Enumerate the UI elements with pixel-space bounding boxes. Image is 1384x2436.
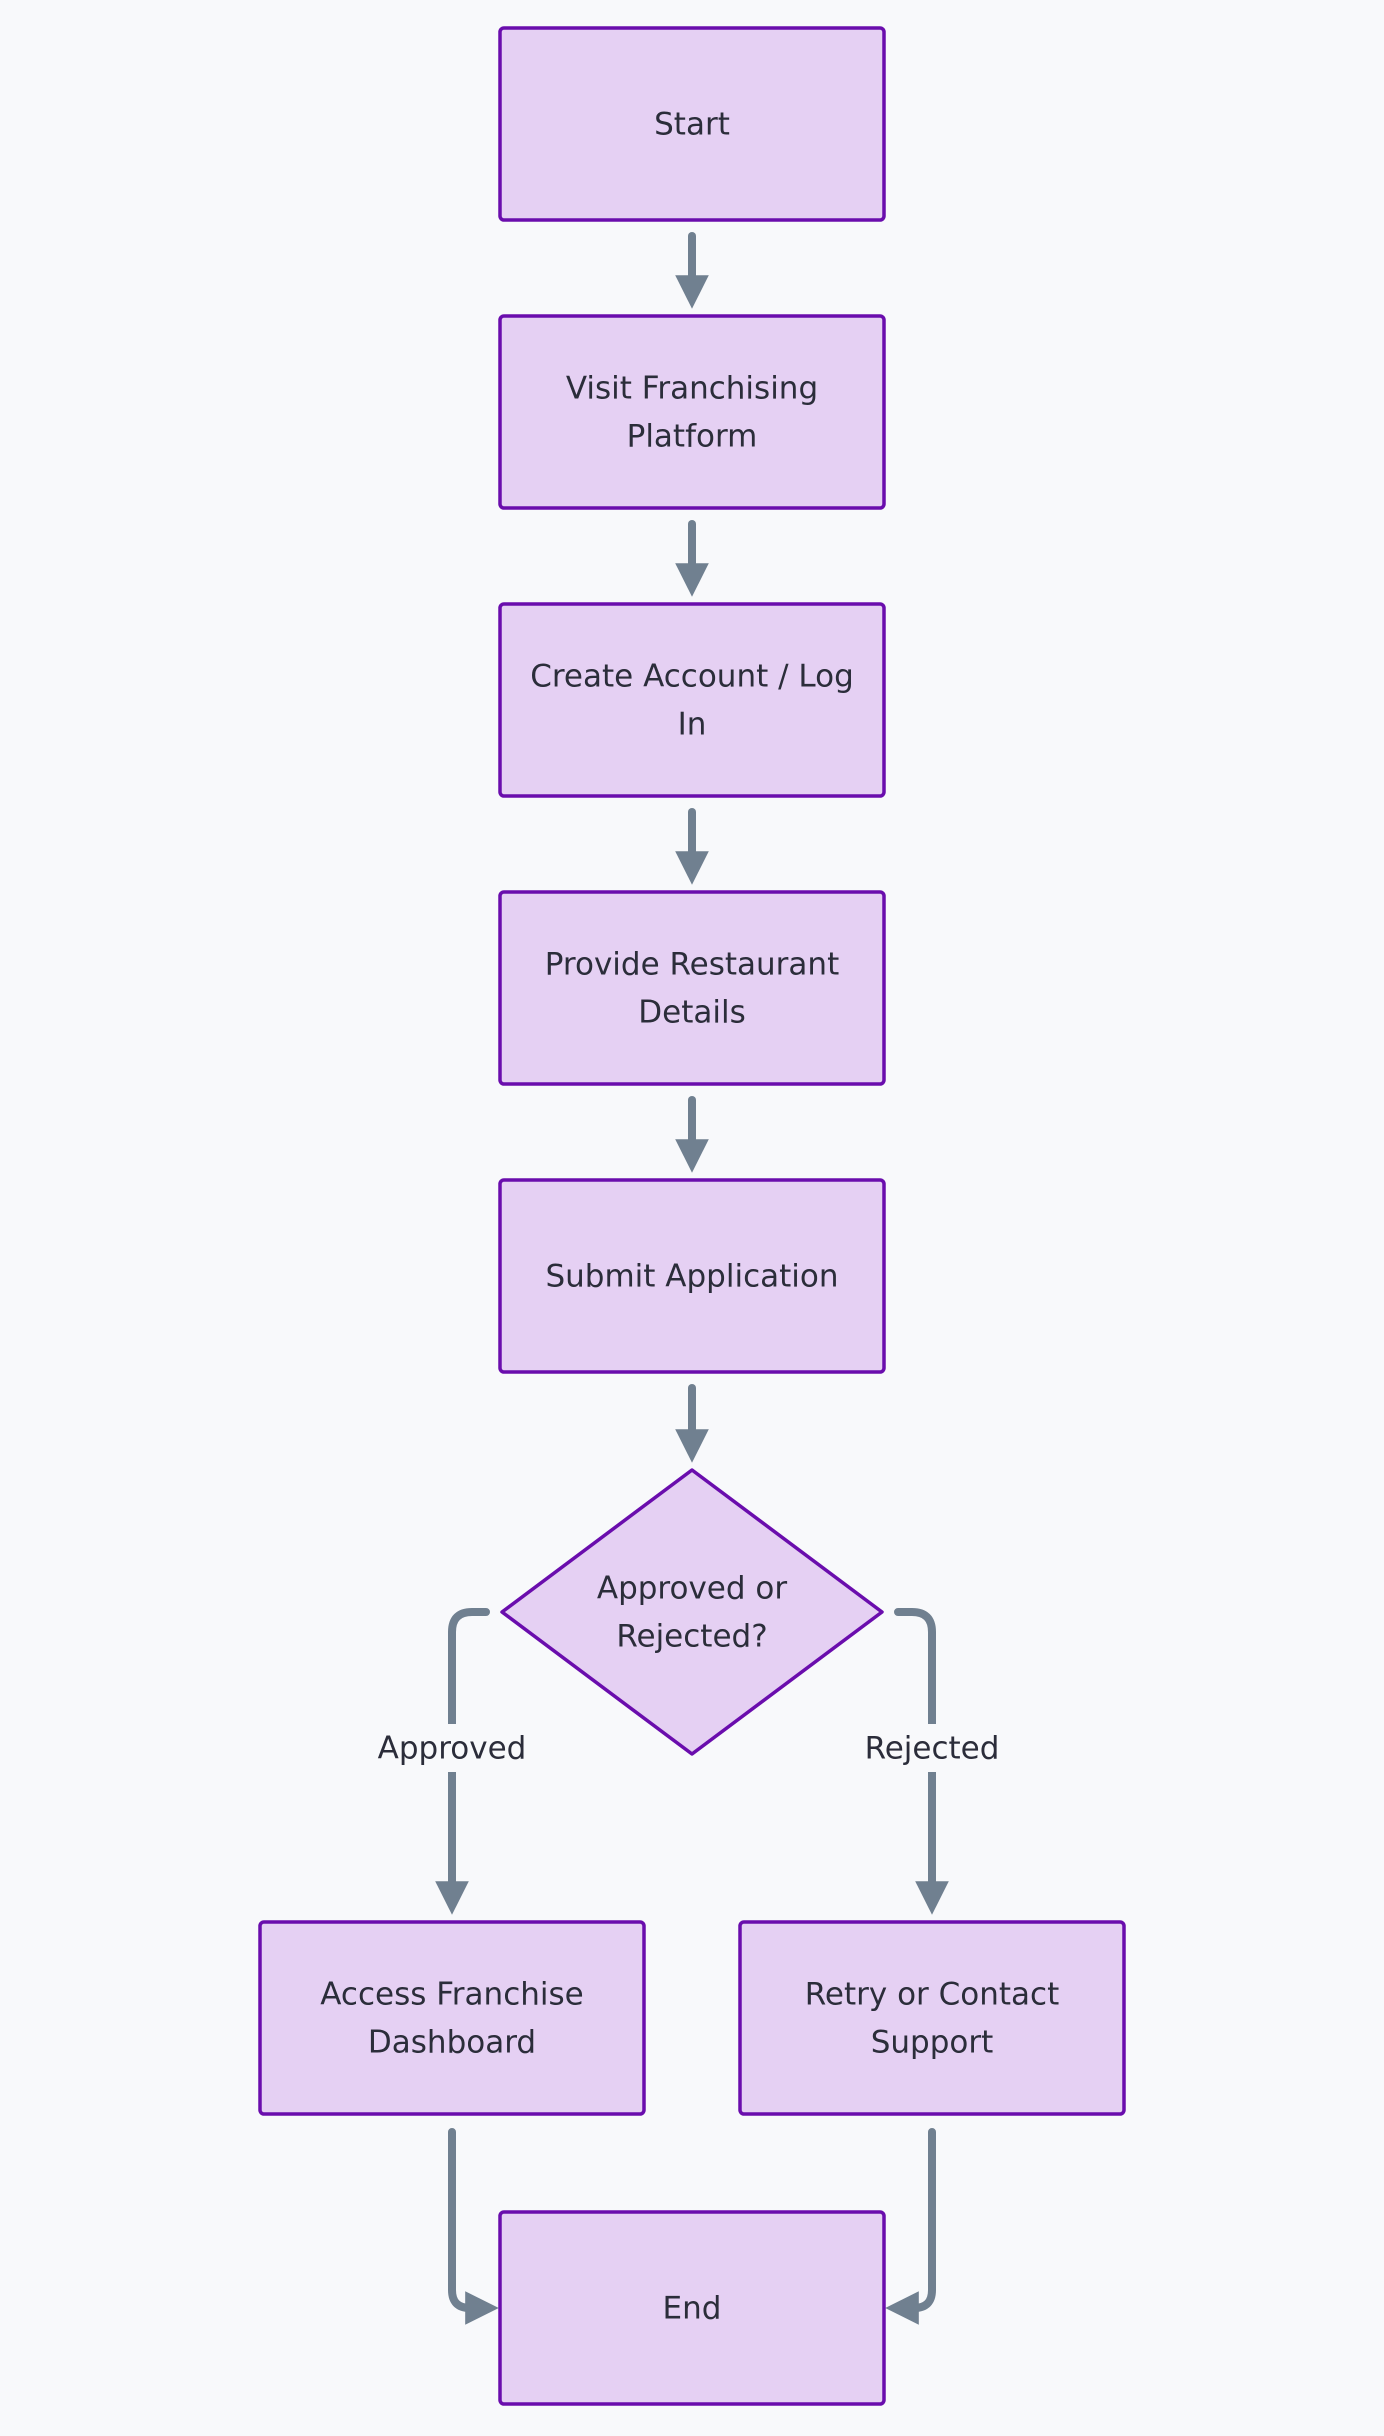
edge-label-background bbox=[372, 1724, 532, 1772]
process-box bbox=[498, 2210, 886, 2406]
edge-label-text: Rejected bbox=[865, 1731, 1000, 1767]
node-label-line: End bbox=[663, 2291, 722, 2327]
edges-layer bbox=[435, 232, 949, 2325]
process-box bbox=[498, 26, 886, 222]
node-label-line: Dashboard bbox=[368, 2025, 536, 2061]
node-label-line: Create Account / Log bbox=[530, 659, 854, 695]
node-start: Start bbox=[498, 26, 886, 222]
node-label-line: Retry or Contact bbox=[805, 1977, 1060, 2013]
edge-retry-to-end bbox=[885, 2128, 936, 2325]
node-label-line: In bbox=[678, 707, 707, 743]
node-label-line: Provide Restaurant bbox=[545, 947, 839, 983]
edge-labels-layer: Approved Rejected bbox=[372, 1724, 1012, 1772]
node-end: End bbox=[498, 2210, 886, 2406]
process-box bbox=[738, 1920, 1126, 2116]
edge-decision-to-dashboard bbox=[435, 1608, 490, 1915]
process-box bbox=[498, 602, 886, 798]
edge-dashboard-to-end bbox=[448, 2128, 499, 2325]
node-decision: Approved or Rejected? bbox=[500, 1468, 884, 1756]
node-label-line: Submit Application bbox=[545, 1259, 838, 1295]
process-box bbox=[498, 314, 886, 510]
node-label-line: Start bbox=[654, 107, 730, 143]
process-box bbox=[498, 890, 886, 1086]
node-label-line: Rejected? bbox=[616, 1619, 767, 1655]
node-label-line: Approved or bbox=[597, 1571, 788, 1607]
edge-label-text: Approved bbox=[378, 1731, 527, 1767]
node-label-line: Visit Franchising bbox=[566, 371, 818, 407]
process-box bbox=[498, 1178, 886, 1374]
node-label-line: Support bbox=[871, 2025, 994, 2061]
process-box bbox=[258, 1920, 646, 2116]
node-label-line: Details bbox=[638, 995, 745, 1031]
edge-label-rejected: Rejected bbox=[852, 1724, 1012, 1772]
edge-label-background bbox=[852, 1724, 1012, 1772]
edge-label-approved: Approved bbox=[372, 1724, 532, 1772]
node-label-line: Access Franchise bbox=[320, 1977, 583, 2013]
node-label-line: Platform bbox=[627, 419, 758, 455]
decision-diamond bbox=[500, 1468, 884, 1756]
node-submit: Submit Application bbox=[498, 1178, 886, 1374]
edge-decision-to-retry bbox=[894, 1608, 949, 1915]
